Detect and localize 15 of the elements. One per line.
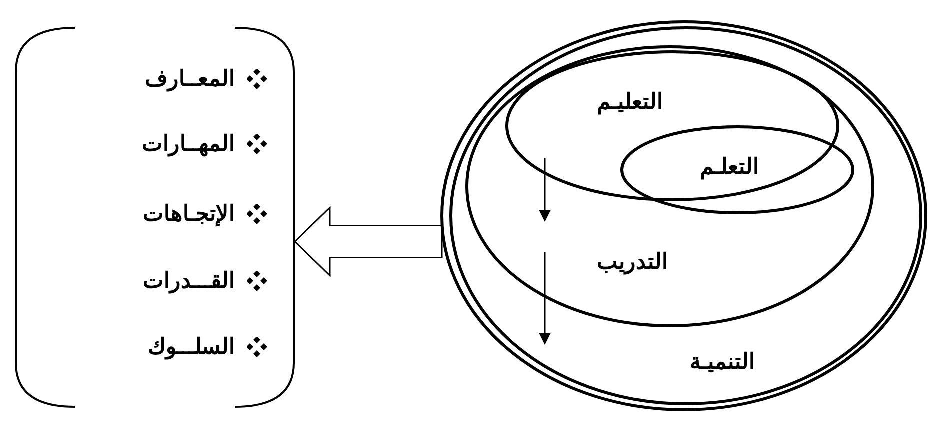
ellipse-region: [440, 20, 928, 412]
list-item-text: المهــارات: [142, 132, 235, 156]
block-arrow: [294, 206, 443, 278]
ellipse-region: [465, 45, 875, 328]
ellipse-region: [620, 125, 855, 215]
list-item-text: المعــارف: [145, 67, 235, 92]
bracket-list-box: [15, 27, 295, 408]
region-label: التدريب: [597, 250, 668, 274]
region-label: التعليـم: [597, 90, 663, 114]
region-label: التنميـة: [690, 350, 755, 374]
list-item-text: الإتجـاهات: [143, 202, 235, 226]
ellipse-region: [505, 50, 840, 202]
list-item-text: القـــدرات: [143, 269, 235, 294]
list-item-text: السلـــوك: [148, 335, 235, 360]
region-label: التعلـم: [700, 155, 759, 180]
